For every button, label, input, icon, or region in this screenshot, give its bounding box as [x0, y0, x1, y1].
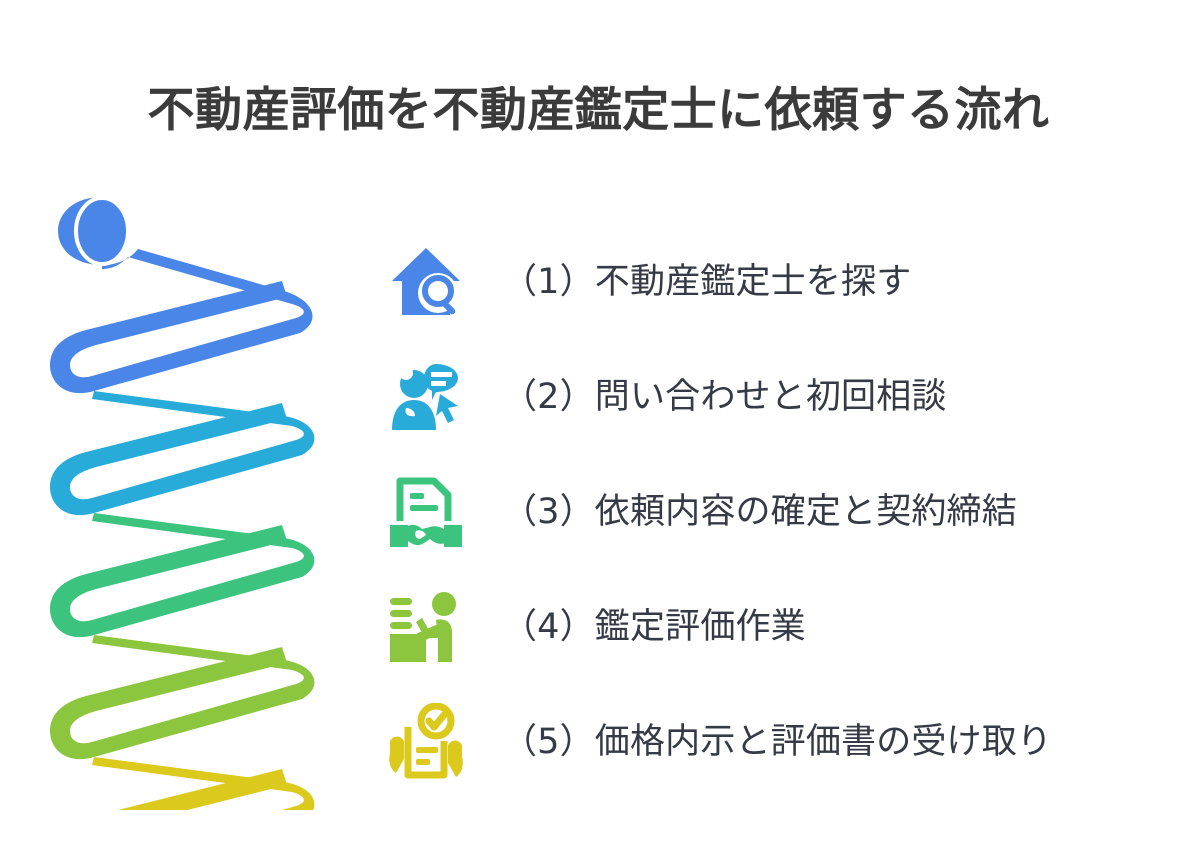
- person-at-desk-icon: [380, 582, 472, 674]
- spiral-band-4: [50, 635, 315, 760]
- spiral-band-1: [50, 196, 313, 394]
- step-label-4: （4）鑑定評価作業: [502, 607, 806, 648]
- step-item-1: （1）不動産鑑定士を探す: [380, 225, 1180, 340]
- spiral-band-2: [50, 391, 315, 516]
- hands-document-check-icon: [380, 697, 472, 789]
- spiral-band-3: [50, 513, 315, 638]
- spiral-band-5: [92, 757, 315, 810]
- steps-list: （1）不動産鑑定士を探す: [380, 225, 1180, 800]
- step-item-4: （4）鑑定評価作業: [380, 570, 1180, 685]
- step-label-5: （5）価格内示と評価書の受け取り: [502, 722, 1053, 763]
- step-item-5: （5）価格内示と評価書の受け取り: [380, 685, 1180, 800]
- step-item-3: （3）依頼内容の確定と契約締結: [380, 455, 1180, 570]
- step-label-3: （3）依頼内容の確定と契約締結: [502, 492, 1017, 533]
- step-label-1: （1）不動産鑑定士を探す: [502, 262, 912, 303]
- spiral-ribbon-graphic: [32, 185, 352, 810]
- step-item-2: （2）問い合わせと初回相談: [380, 340, 1180, 455]
- document-handshake-icon: [380, 467, 472, 559]
- title-container: 不動産評価を不動産鑑定士に依頼する流れ: [0, 52, 1197, 171]
- page-title: 不動産評価を不動産鑑定士に依頼する流れ: [147, 83, 1050, 139]
- step-label-2: （2）問い合わせと初回相談: [502, 377, 947, 418]
- person-inquiry-icon: [380, 352, 472, 444]
- house-search-icon: [380, 237, 472, 329]
